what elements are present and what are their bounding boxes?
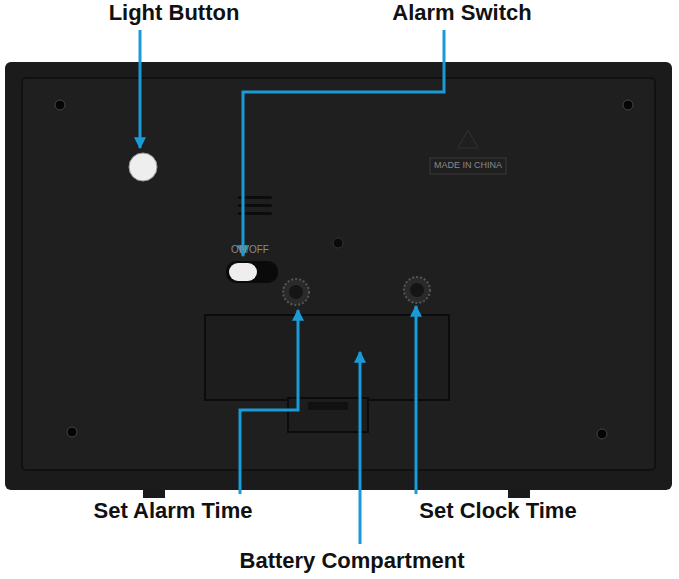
battery-latch: [308, 402, 348, 410]
alarm-switch: [229, 263, 257, 281]
housing-recess: [22, 78, 655, 470]
light-button: [129, 153, 157, 181]
clock-knob: [410, 283, 424, 297]
callout-label: Set Clock Time: [419, 498, 576, 524]
housing-marking: MADE IN CHINA: [434, 160, 502, 171]
clock-housing: [5, 62, 672, 490]
marking-box: [430, 158, 506, 174]
callout-label: Battery Compartment: [240, 548, 465, 574]
callout-label: Set Alarm Time: [94, 498, 253, 524]
battery-tab: [288, 398, 368, 432]
screw-hole: [55, 100, 65, 110]
clock-knob: [404, 277, 430, 303]
screw-hole: [623, 100, 633, 110]
housing-marking: ON/OFF: [231, 244, 269, 256]
leader-line: [243, 30, 444, 256]
leader-line: [139, 30, 142, 148]
screw-hole: [597, 429, 607, 439]
alarm-knob: [289, 285, 303, 299]
leader-line: [415, 306, 418, 494]
leader-line: [359, 352, 362, 544]
hanging-hole: [333, 238, 343, 248]
leader-line: [240, 310, 298, 494]
screw-hole: [67, 427, 77, 437]
callout-label: Light Button: [109, 0, 240, 26]
switch-slot: [226, 261, 278, 283]
battery-cover: [205, 315, 449, 400]
alarm-knob: [283, 279, 309, 305]
callout-label: Alarm Switch: [392, 0, 531, 26]
recycle-mark: [458, 130, 478, 148]
